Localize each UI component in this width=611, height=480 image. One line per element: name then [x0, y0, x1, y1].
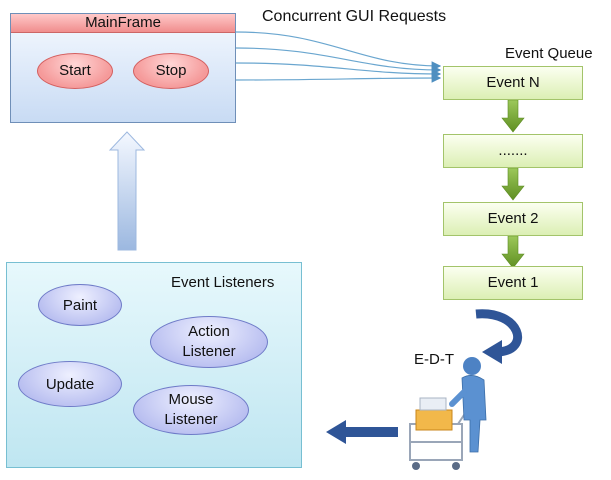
mouse-listener-line2: Listener: [164, 411, 218, 428]
action-listener-line1: Action: [188, 323, 230, 340]
mouse-listener[interactable]: Mouse Listener: [133, 385, 249, 435]
worker-with-cart-icon: [409, 357, 487, 470]
event-queue-title: Event Queue: [505, 45, 593, 62]
mainframe-title-bar: MainFrame: [11, 14, 235, 33]
mouse-listener-line1: Mouse: [168, 391, 214, 408]
request-arrows: [235, 31, 442, 83]
update-listener-label: Update: [45, 375, 95, 393]
action-listener-line2: Listener: [182, 343, 236, 360]
queue-arrows: [501, 99, 525, 269]
update-listener[interactable]: Update: [18, 361, 122, 407]
up-arrow-icon: [108, 131, 146, 251]
paint-listener-label: Paint: [62, 296, 98, 314]
event-listeners-title: Event Listeners: [171, 274, 275, 291]
queue-item-event-1: Event 1: [443, 266, 583, 300]
queue-item-event-n: Event N: [443, 66, 583, 100]
action-listener[interactable]: Action Listener: [150, 316, 268, 368]
left-arrow-icon: [326, 420, 398, 444]
curved-arrow-icon: [475, 309, 523, 364]
queue-item-ellipsis: .......: [443, 134, 583, 168]
start-button[interactable]: Start: [37, 53, 113, 89]
stop-button[interactable]: Stop: [133, 53, 209, 89]
queue-item-event-2: Event 2: [443, 202, 583, 236]
edt-label: E-D-T: [414, 351, 454, 368]
requests-label: Concurrent GUI Requests: [262, 8, 447, 25]
paint-listener[interactable]: Paint: [38, 284, 122, 326]
